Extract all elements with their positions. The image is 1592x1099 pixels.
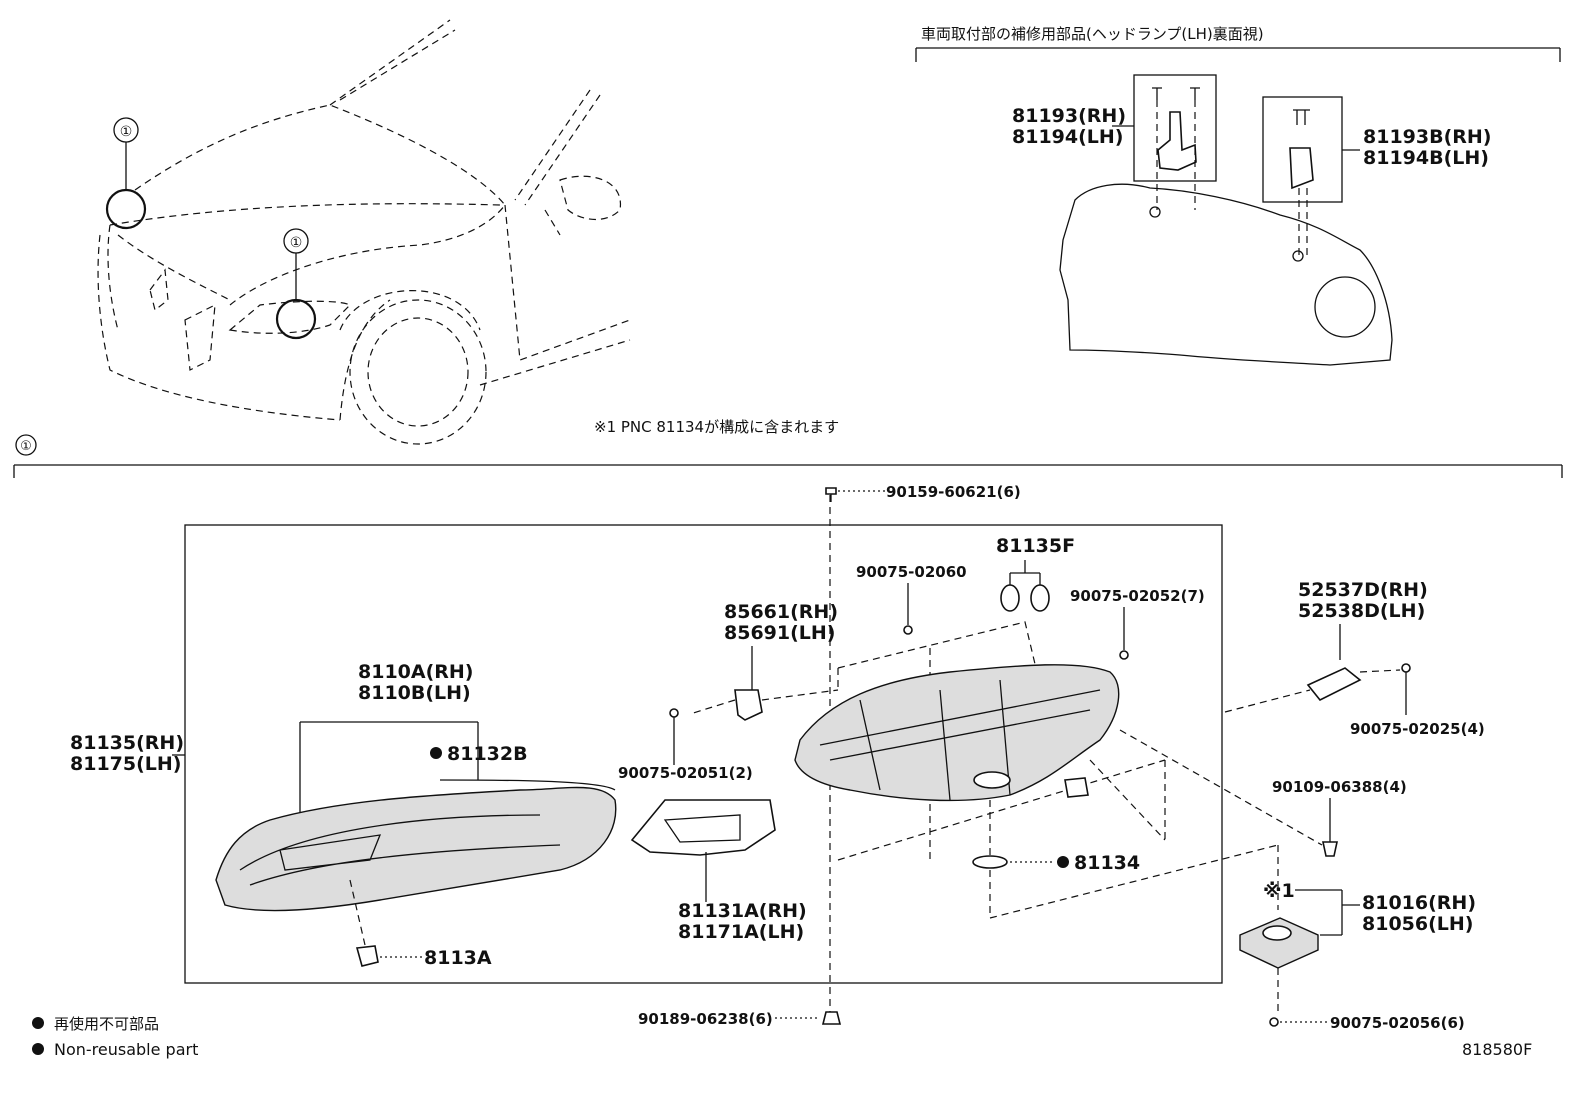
part-8113A: 8113A (355, 945, 492, 969)
part-label-81175: 81175(LH) (70, 753, 181, 775)
headlamp-lens-assembly: 8110A(RH) 8110B(LH) 81132B (215, 661, 617, 946)
part-label-81193: 81193(RH) (1012, 105, 1126, 127)
part-label-90159: 90159-60621(6) (886, 483, 1021, 501)
part-label-85661: 85661(RH) (724, 601, 838, 623)
screw-90075-02060: 90075-02060 (856, 563, 967, 635)
legend-non-reusable-jp: 再使用不可部品 (54, 1015, 159, 1033)
part-81134: 81134 (972, 800, 1279, 919)
callout-1-label: ① (120, 124, 133, 140)
part-label-81056: 81056(LH) (1362, 913, 1473, 935)
figure-id: 818580F (1462, 1040, 1532, 1059)
part-label-52537D: 52537D(RH) (1298, 579, 1428, 601)
screw-90159: 90159-60621(6) (825, 483, 1021, 502)
screw-90075-02052: 90075-02052(7) (1070, 587, 1205, 660)
part-label-81193B: 81193B(RH) (1363, 126, 1491, 148)
part-label-90075-02060: 90075-02060 (856, 563, 967, 581)
part-label-81016-mark: ※1 (1263, 880, 1295, 902)
part-81135F: 81135F (996, 535, 1075, 612)
legend: 再使用不可部品 Non-reusable part (32, 1015, 198, 1059)
part-label-85691: 85691(LH) (724, 622, 835, 644)
part-label-90189: 90189-06238(6) (638, 1010, 773, 1028)
part-label-81194: 81194(LH) (1012, 126, 1123, 148)
part-label-81194B: 81194B(LH) (1363, 147, 1489, 169)
part-label-8113A: 8113A (424, 947, 492, 969)
part-label-81134: 81134 (1074, 852, 1140, 874)
note-text: ※1 PNC 81134が構成に含まれます (594, 418, 839, 436)
part-label-81135F: 81135F (996, 535, 1075, 557)
part-label-52538D: 52538D(LH) (1298, 600, 1425, 622)
part-label-90075-02025: 90075-02025(4) (1350, 720, 1485, 738)
car-front-illustration: ① ① (97, 19, 631, 445)
part-label-81131A: 81131A(RH) (678, 900, 807, 922)
part-52537D: 52537D(RH) 52538D(LH) (1224, 579, 1428, 713)
section-marker: ① (20, 439, 32, 454)
part-label-81016: 81016(RH) (1362, 892, 1476, 914)
part-81131A: 81131A(RH) 81171A(LH) (630, 799, 807, 943)
part-label-81132B: 81132B (447, 743, 528, 765)
nut-90189: 90189-06238(6) (638, 1010, 842, 1028)
part-label-90075-02051: 90075-02051(2) (618, 764, 753, 782)
part-label-81135: 81135(RH) (70, 732, 184, 754)
part-85661: 85661(RH) 85691(LH) (689, 601, 839, 721)
part-label-8110B: 8110B(LH) (358, 682, 471, 704)
screw-90075-02051: 90075-02051(2) (618, 708, 753, 782)
screw-90075-02056: 90075-02056(6) (1269, 1014, 1465, 1032)
screw-90075-02025: 90075-02025(4) (1350, 663, 1485, 738)
legend-non-reusable-en: Non-reusable part (54, 1040, 198, 1059)
part-label-81171A: 81171A(LH) (678, 921, 804, 943)
part-label-90075-02052: 90075-02052(7) (1070, 587, 1205, 605)
part-label-90109: 90109-06388(4) (1272, 778, 1407, 796)
part-81016: ※1 81016(RH) 81056(LH) (1239, 845, 1476, 1015)
part-label-90075-02056: 90075-02056(6) (1330, 1014, 1465, 1032)
screw-90109: 90109-06388(4) (1119, 729, 1407, 857)
assembly-frame (184, 524, 1223, 984)
headlamp-rear-view: 車両取付部の補修用部品(ヘッドランプ(LH)裏面視) 81193(RH) 811… (915, 25, 1561, 366)
callout-2-label: ① (290, 235, 303, 251)
part-81135: 81135(RH) 81175(LH) (70, 732, 185, 775)
headlamp-housing (794, 621, 1166, 861)
part-label-8110A: 8110A(RH) (358, 661, 473, 683)
rear-view-caption: 車両取付部の補修用部品(ヘッドランプ(LH)裏面視) (921, 25, 1264, 43)
